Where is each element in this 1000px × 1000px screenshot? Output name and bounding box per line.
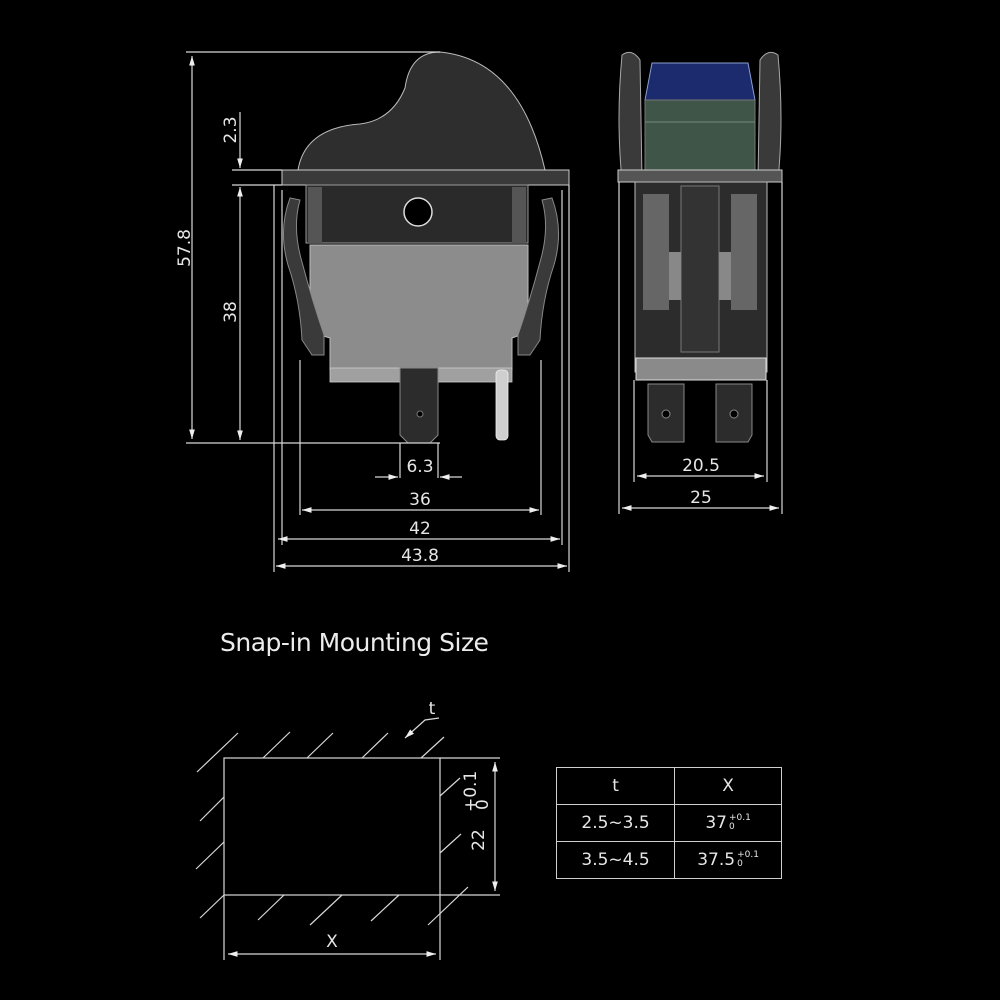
dim-42: 42 (409, 519, 431, 539)
front-view-switch (281, 51, 570, 444)
label-x: X (326, 932, 338, 952)
front-view-dimension-lines (186, 51, 570, 572)
rocker-body (644, 99, 756, 173)
dim-38: 38 (221, 301, 241, 323)
label-t: t (429, 699, 436, 719)
dim-20-5: 20.5 (682, 456, 720, 476)
mounting-title: Snap-in Mounting Size (220, 628, 489, 657)
cell-x-value: 37 (705, 813, 727, 833)
dim-cutout-tol-upper: +0.1 (461, 771, 481, 812)
dim-43-8: 43.8 (401, 546, 439, 566)
side-view-dimension-lines (618, 182, 783, 514)
tol-upper: +0.1 (728, 813, 751, 823)
tol-lower: 0 (728, 822, 735, 832)
header-x: X (674, 767, 782, 805)
mounting-cutout-diagram (195, 717, 500, 960)
dim-6-3: 6.3 (406, 457, 433, 477)
dim-57-8: 57.8 (175, 229, 195, 267)
dim-25: 25 (690, 488, 712, 508)
dim-cutout-height: 22 (469, 829, 489, 851)
dim-36: 36 (409, 490, 431, 510)
side-view-switch (617, 51, 783, 443)
cell-x-value: 37.5 (697, 850, 736, 870)
dim-2-3: 2.3 (221, 116, 241, 143)
tol-lower: 0 (737, 859, 743, 869)
cell-t: 3.5~4.5 (555, 841, 676, 879)
dim-cutout-tol-lower: 0 (473, 799, 493, 810)
rocker-top (644, 62, 756, 101)
tol-upper: +0.1 (737, 850, 759, 860)
cell-t: 2.5~3.5 (555, 804, 676, 842)
table-header-row: t X (555, 767, 782, 805)
header-t: t (555, 767, 676, 805)
